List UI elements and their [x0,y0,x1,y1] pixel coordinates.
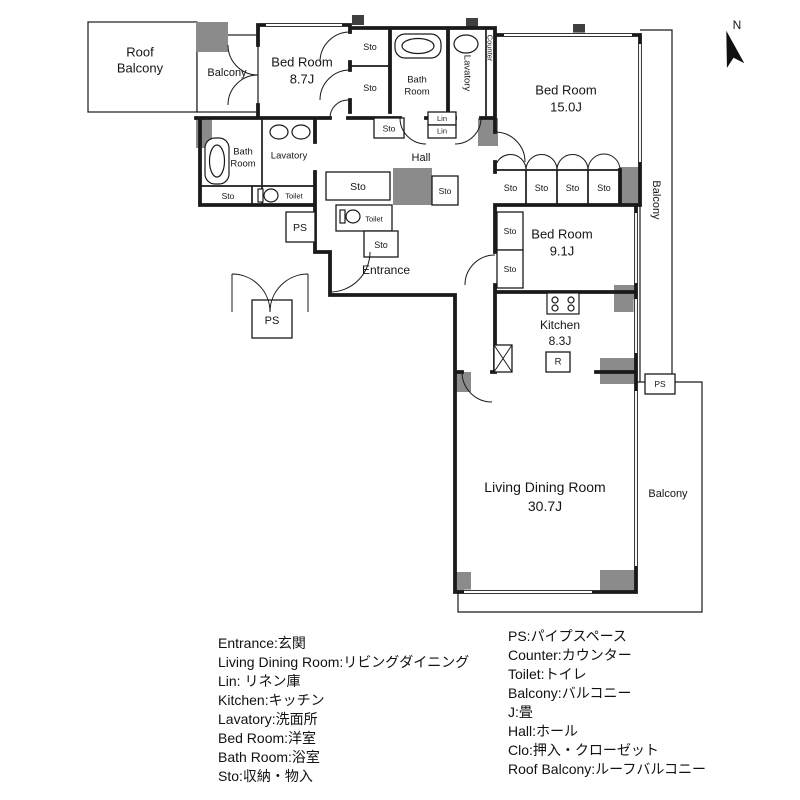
sto-label: Sto [535,183,549,193]
room-label-kitchen: Kitchen [540,318,580,332]
legend-column-right: PS:パイプスペース Counter:カウンター Toilet:トイレ Balc… [508,627,706,779]
legend-item: Lin: リネン庫 [218,673,301,689]
room-label-balcony: Balcony [648,488,688,500]
north-arrow-icon [726,30,745,68]
storage-boxes [251,111,676,395]
compass-n-label: N [733,18,742,32]
legend-item: Clo:押入・クローゼット [508,742,659,758]
fridge-label: R [555,357,562,368]
lavatory-label: Lavatory [462,55,473,92]
fixtures [204,33,580,315]
sink-icon [453,34,479,54]
room-label-bedroom-3: Bed Room [531,227,592,242]
sto-box [325,171,391,201]
toilet-label: Toilet [285,192,303,201]
toilet-icon [257,188,279,203]
ps-label: PS [293,222,307,234]
toilet-label: Toilet [365,215,383,224]
bathtub-icon [204,137,230,185]
sto-label: Sto [597,183,611,193]
legend-item: Bath Room:浴室 [218,749,320,765]
legend-item: Bed Room:洋室 [218,730,317,746]
room-label-balcony: Balcony [207,67,247,79]
counter-label: Counter [486,35,495,62]
sink-icon [269,124,311,140]
sto-label: Sto [504,264,517,274]
legend-item: PS:パイプスペース [508,628,627,644]
lin-label: Lin [437,114,447,123]
sto-label: Sto [363,83,377,93]
balcony-bottom-area [457,381,703,613]
sto-box [373,117,405,139]
legend-item: Living Dining Room:リビングダイニング [218,654,470,670]
room-size-bedroom-3: 9.1J [550,244,575,259]
sto-label: Sto [374,240,388,250]
legend-column-left: Entrance:玄関 Living Dining Room:リビングダイニング… [218,634,469,786]
legend-item: Lavatory:洗面所 [218,711,318,727]
sto-label: Sto [504,183,518,193]
fridge-box [545,351,571,373]
lin-box [427,124,457,139]
stove-icon [546,292,580,315]
doors [227,31,621,403]
legend-item: Roof Balcony:ルーフバルコニー [508,761,707,777]
legend-item: Entrance:玄関 [218,635,306,651]
legend-item: Hall:ホール [508,723,579,739]
room-size-living-dining: 30.7J [528,498,562,514]
sto-label: Sto [350,181,366,193]
sto-label: Sto [383,124,396,134]
ps-label: PS [654,379,666,389]
room-size-bedroom-2: 15.0J [550,100,582,115]
windows [266,22,643,595]
sto-label: Sto [363,42,377,52]
lin-label: Lin [437,127,447,136]
legend-item: Balcony:バルコニー [508,685,632,701]
toilet-icon [339,209,361,224]
room-label-bedroom-2: Bed Room [535,83,596,98]
room-label-living-dining: Living Dining Room [484,479,605,495]
bath-room-label: Room [230,159,255,170]
legend-item: Toilet:トイレ [508,666,587,682]
room-label-bedroom-1: Bed Room [271,55,332,70]
pillars [196,15,640,592]
sto-label: Sto [504,226,517,236]
legend-item: Sto:収納・物入 [218,768,313,784]
legend-item: Kitchen:キッチン [218,692,325,708]
bath-room-label: Bath [233,147,253,158]
balconies [87,21,703,613]
ps-box [644,373,676,395]
bath-room-label: Room [404,87,429,98]
sto-box [431,175,459,206]
hall-label: Hall [412,152,431,164]
room-size-bedroom-1: 8.7J [290,72,315,87]
sto-box [496,249,524,289]
legend-item: Counter:カウンター [508,647,632,663]
sto-label: Sto [439,186,452,196]
room-label-roof-balcony: Balcony [117,61,164,76]
compass: N [726,18,745,68]
room-size-kitchen: 8.3J [549,334,572,348]
ps-box [285,211,316,243]
floor-plan-drawing: N Roof Balcony Balcony Bed Room 8.7J Sto… [87,15,745,613]
room-labels: Roof Balcony Balcony Bed Room 8.7J Sto S… [117,35,688,514]
legend-item: J:畳 [508,704,533,720]
bathtub-icon [394,33,442,59]
lavatory-label: Lavatory [271,151,308,162]
balcony-right-area [639,29,673,382]
sto-label: Sto [222,191,235,201]
room-label-balcony: Balcony [650,180,662,220]
ps-label: PS [265,315,280,327]
room-label-roof-balcony: Roof [126,45,154,60]
entrance-label: Entrance [362,263,410,277]
sto-label: Sto [566,183,580,193]
bath-room-label: Bath [407,75,427,86]
roof-balcony-area [87,21,198,113]
